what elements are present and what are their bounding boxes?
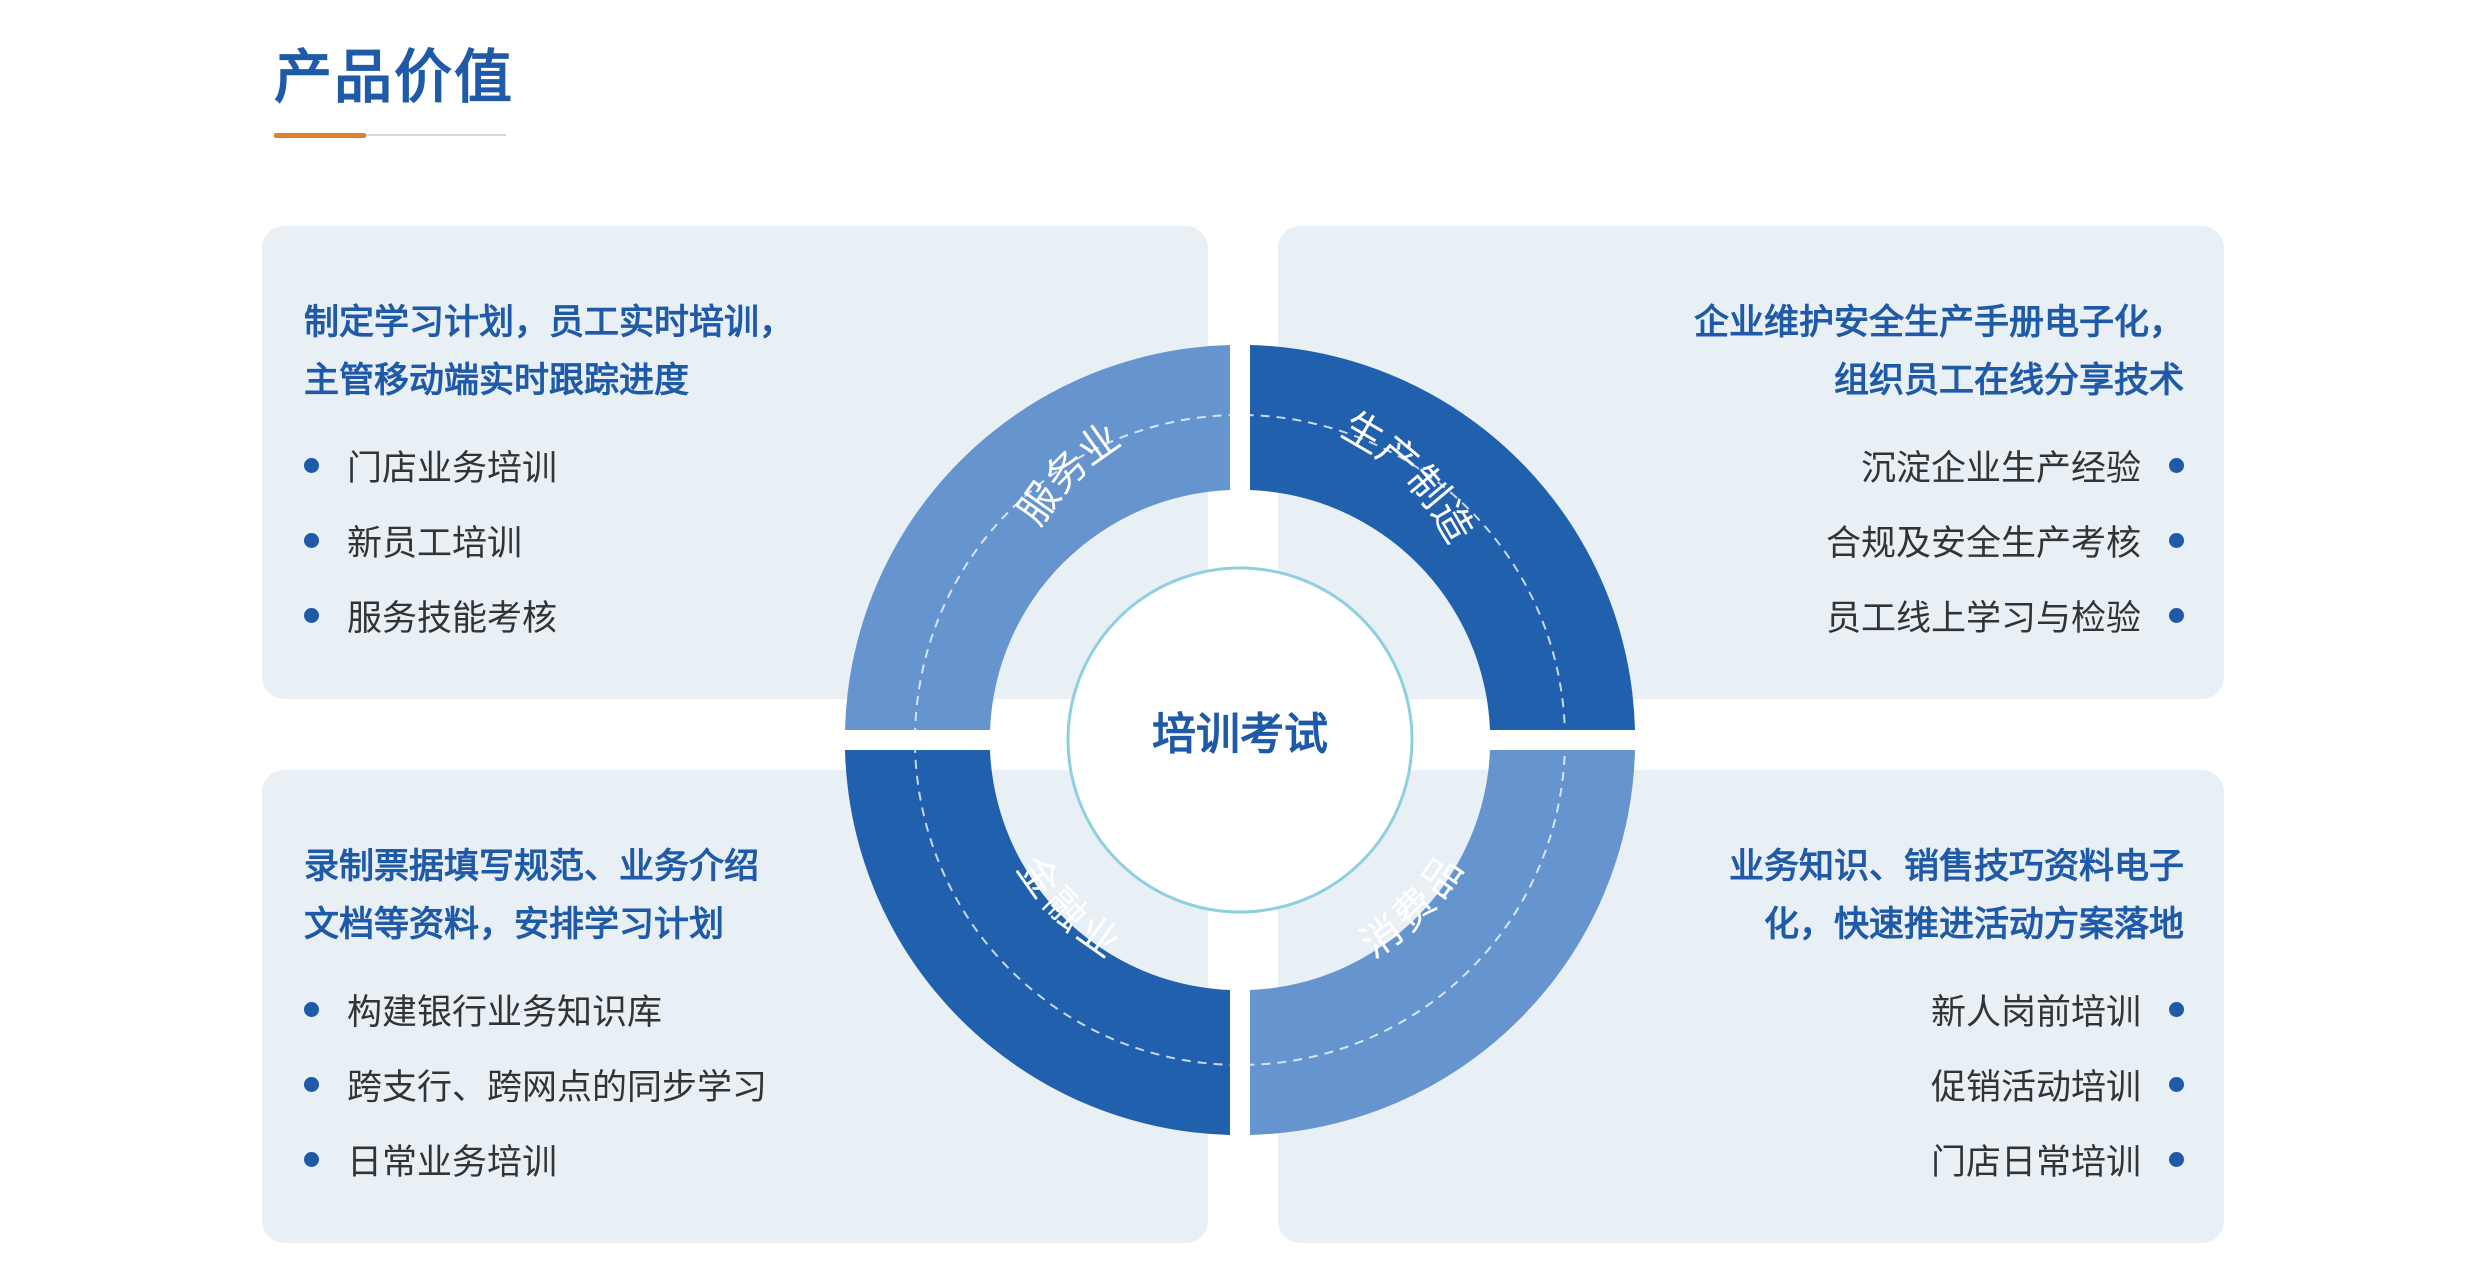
bullet-dot-icon — [2169, 458, 2184, 473]
list-item-label: 员工线上学习与检验 — [1825, 599, 2141, 639]
panel-description: 录制票据填写规范、业务介绍 文档等资料，安排学习计划 — [304, 838, 759, 954]
bullet-dot-icon — [2169, 1077, 2184, 1092]
bullet-dot-icon — [2169, 1152, 2184, 1167]
list-item-label: 门店日常培训 — [1930, 1143, 2141, 1183]
list-item: 跨支行、跨网点的同步学习 — [304, 1047, 767, 1122]
panel-description: 企业维护安全生产手册电子化， 组织员工在线分享技术 — [1694, 294, 2184, 410]
bullet-dot-icon — [2169, 533, 2184, 548]
list-item: 促销活动培训 — [1931, 1047, 2184, 1122]
bullet-dot-icon — [304, 1002, 319, 1017]
bullet-dot-icon — [2169, 608, 2184, 623]
bullet-dot-icon — [304, 1077, 319, 1092]
list-item: 门店日常培训 — [1931, 1122, 2184, 1197]
segment-finance — [845, 750, 1230, 1135]
panel-item-list: 沉淀企业生产经验 合规及安全生产考核 员工线上学习与检验 — [1826, 428, 2184, 653]
list-item-label: 新员工培训 — [347, 524, 523, 564]
list-item: 构建银行业务知识库 — [304, 972, 767, 1047]
segment-consumer-goods — [1250, 750, 1635, 1135]
title-underline-accent — [274, 133, 366, 138]
list-item: 新人岗前培训 — [1931, 972, 2184, 1047]
list-item-label: 构建银行业务知识库 — [347, 993, 663, 1033]
list-item-label: 促销活动培训 — [1930, 1068, 2141, 1108]
bullet-dot-icon — [304, 608, 319, 623]
desc-line: 录制票据填写规范、业务介绍 — [304, 847, 760, 887]
panel-description: 制定学习计划，员工实时培训， 主管移动端实时跟踪进度 — [304, 294, 794, 410]
panel-item-list: 构建银行业务知识库 跨支行、跨网点的同步学习 日常业务培训 — [304, 972, 767, 1197]
desc-line: 企业维护安全生产手册电子化， — [1693, 303, 2184, 343]
list-item: 员工线上学习与检验 — [1826, 578, 2184, 653]
desc-line: 业务知识、销售技巧资料电子 — [1728, 847, 2184, 887]
list-item: 日常业务培训 — [304, 1122, 767, 1197]
list-item-label: 门店业务培训 — [347, 449, 558, 489]
bullet-dot-icon — [304, 1152, 319, 1167]
desc-line: 主管移动端实时跟踪进度 — [304, 361, 690, 401]
desc-line: 组织员工在线分享技术 — [1833, 361, 2184, 401]
desc-line: 文档等资料，安排学习计划 — [304, 905, 725, 945]
dashed-guide-ring — [914, 414, 1566, 1066]
center-circle — [1066, 566, 1414, 914]
list-item-label: 合规及安全生产考核 — [1825, 524, 2141, 564]
title-underline — [274, 134, 506, 136]
bullet-dot-icon — [304, 458, 319, 473]
desc-line: 制定学习计划，员工实时培训， — [304, 303, 795, 343]
list-item-label: 新人岗前培训 — [1930, 993, 2141, 1033]
bullet-dot-icon — [2169, 1002, 2184, 1017]
panel-description: 业务知识、销售技巧资料电子 化，快速推进活动方案落地 — [1729, 838, 2184, 954]
list-item: 沉淀企业生产经验 — [1826, 428, 2184, 503]
center-label: 培训考试 — [1152, 709, 1328, 760]
panel-item-list: 门店业务培训 新员工培训 服务技能考核 — [304, 428, 557, 653]
list-item-label: 日常业务培训 — [347, 1143, 558, 1183]
panel-item-list: 新人岗前培训 促销活动培训 门店日常培训 — [1931, 972, 2184, 1197]
list-item: 门店业务培训 — [304, 428, 557, 503]
segment-manufacturing — [1250, 345, 1635, 730]
page-title: 产品价值 — [274, 43, 515, 111]
list-item-label: 沉淀企业生产经验 — [1860, 449, 2141, 489]
list-item: 合规及安全生产考核 — [1826, 503, 2184, 578]
list-item-label: 跨支行、跨网点的同步学习 — [347, 1068, 768, 1108]
list-item-label: 服务技能考核 — [347, 599, 558, 639]
segment-service-industry — [845, 345, 1230, 730]
list-item: 新员工培训 — [304, 503, 557, 578]
bullet-dot-icon — [304, 533, 319, 548]
desc-line: 化，快速推进活动方案落地 — [1763, 905, 2184, 945]
list-item: 服务技能考核 — [304, 578, 557, 653]
